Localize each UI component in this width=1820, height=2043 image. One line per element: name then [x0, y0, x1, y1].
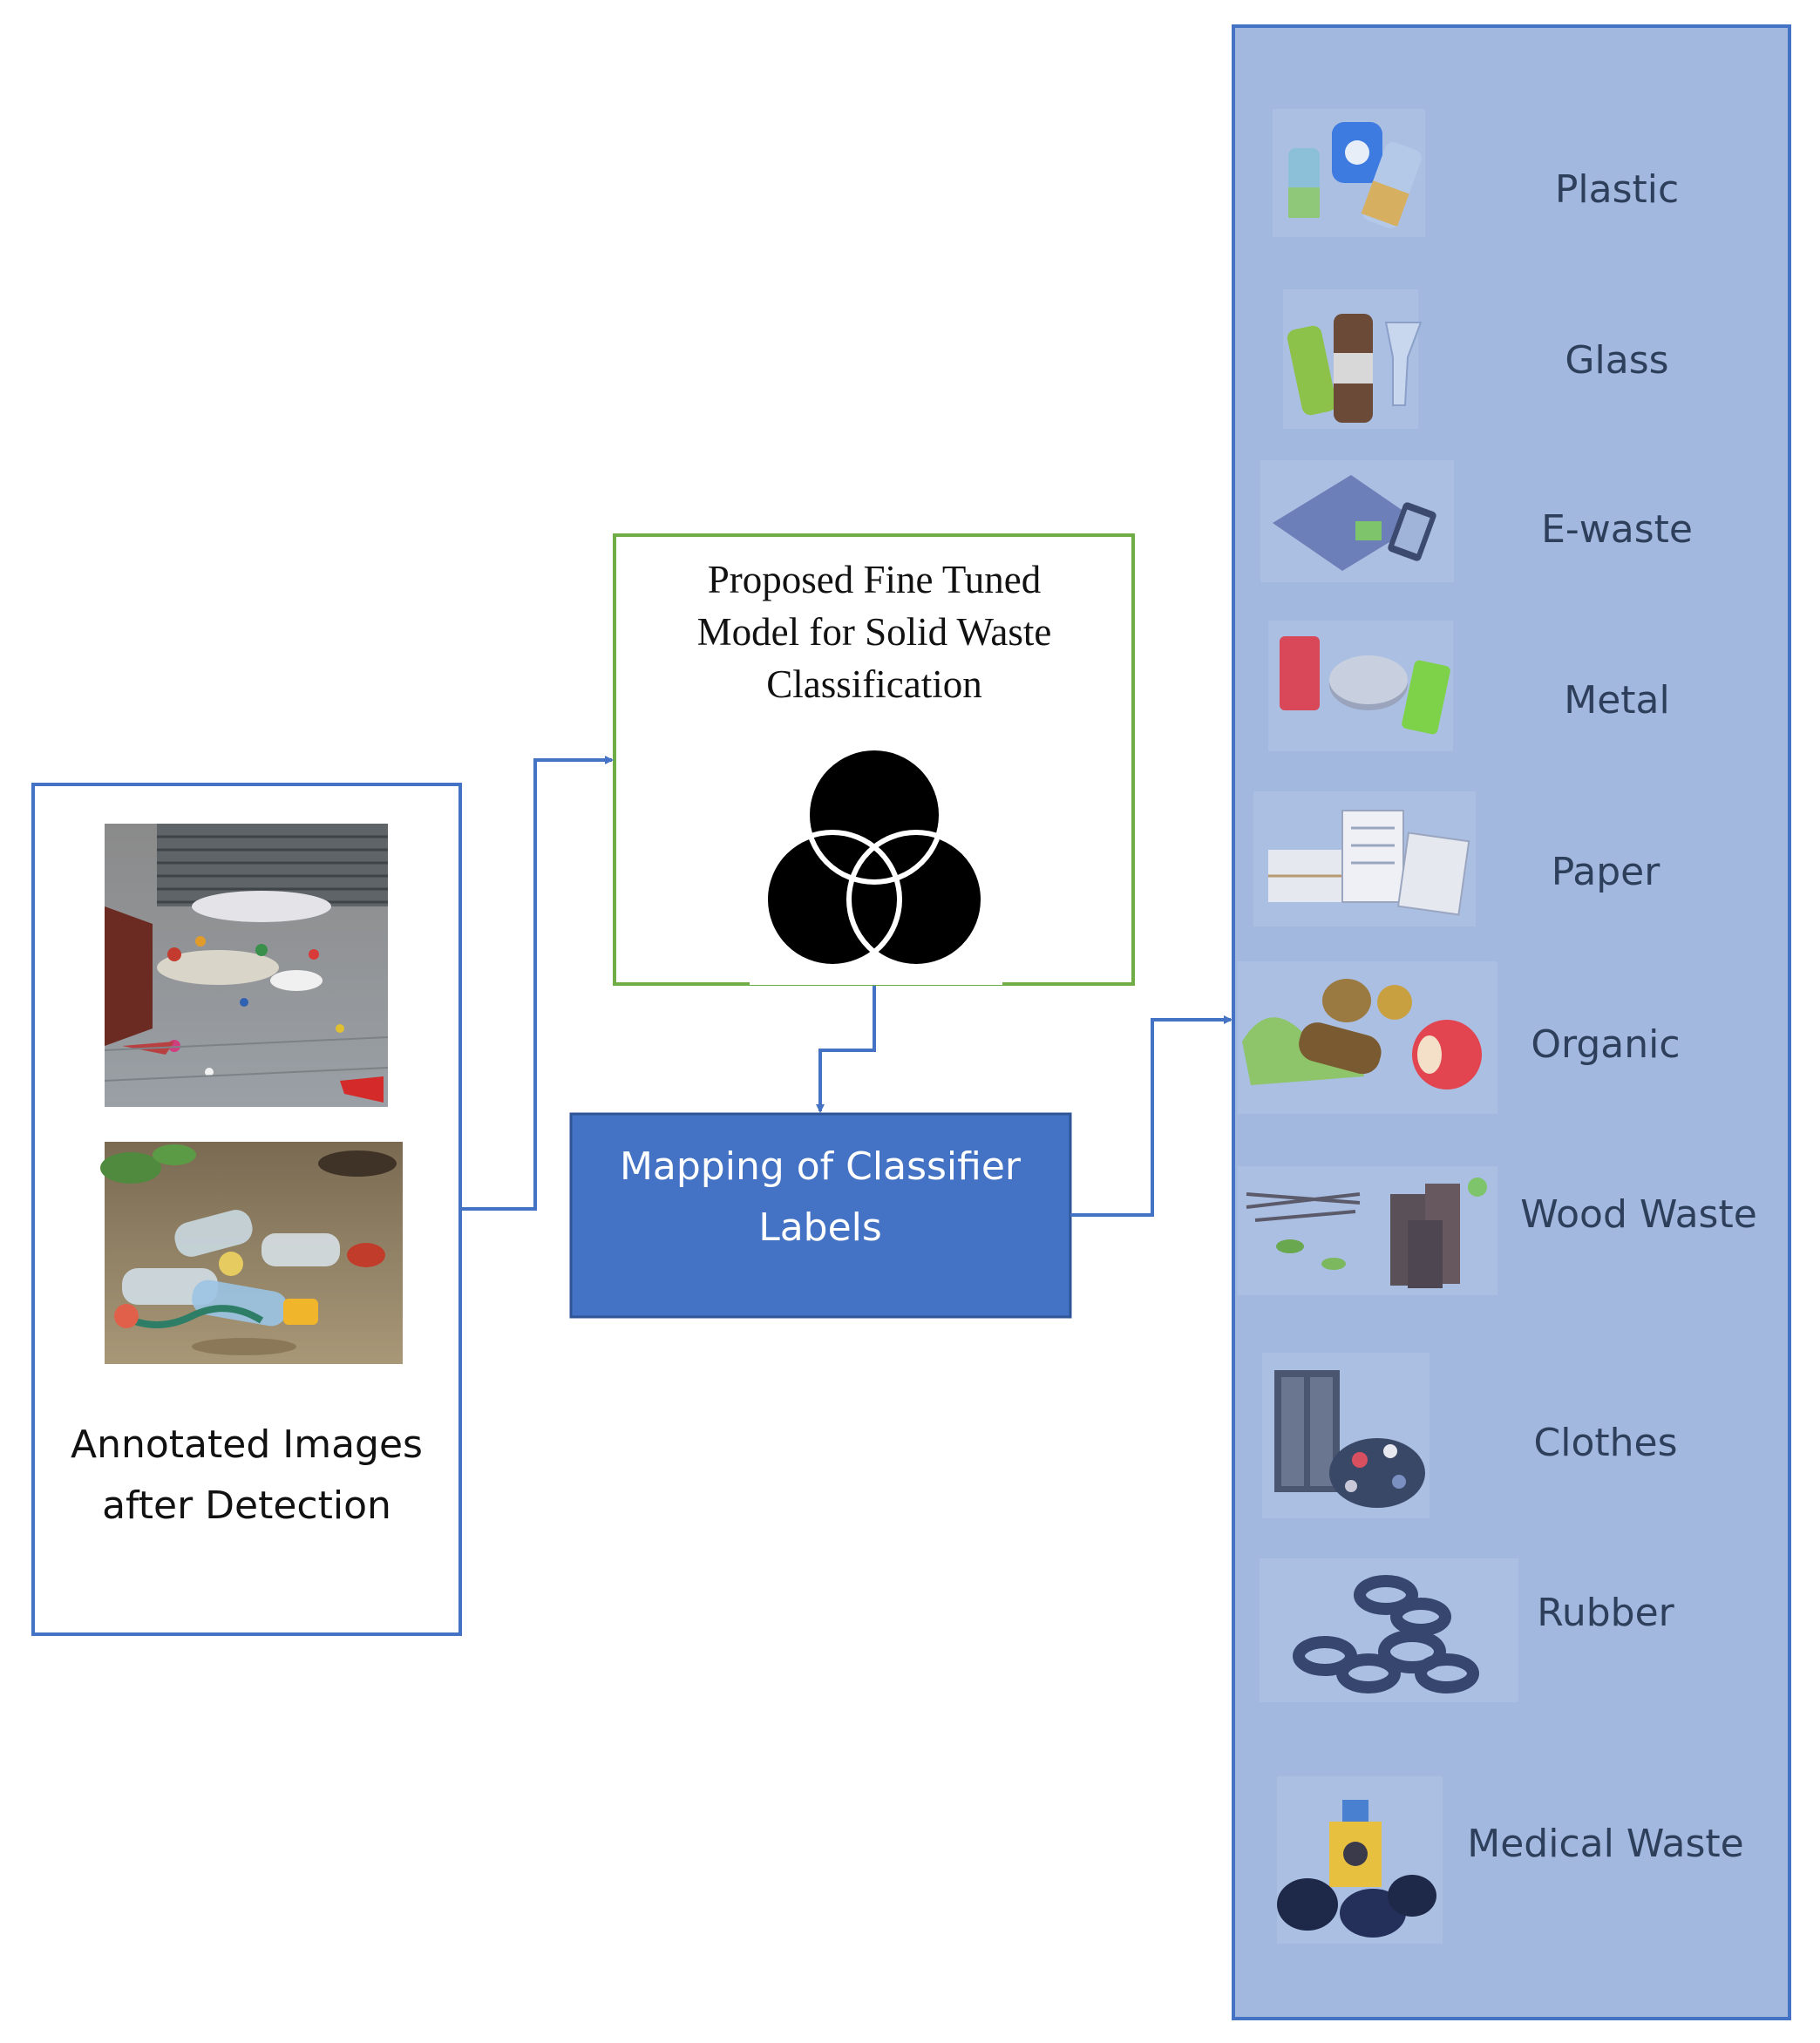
three-circle-venn-icon	[750, 745, 1002, 985]
category-label-medical-waste: Medical Waste	[1467, 1822, 1743, 1866]
wood-logs-icon	[1238, 1166, 1497, 1295]
input-to-model-arrow	[460, 756, 614, 1211]
paper-stack-icon	[1253, 791, 1476, 926]
model-title-line3: Classification	[766, 662, 981, 706]
mapping-box	[569, 1112, 1072, 1319]
mapping-to-categories-arrow	[1070, 1015, 1233, 1217]
category-label-clothes: Clothes	[1534, 1421, 1678, 1465]
beach-litter-photo	[100, 1142, 403, 1364]
category-label-plastic: Plastic	[1555, 167, 1679, 212]
medical-waste-icon	[1277, 1776, 1443, 1944]
e-waste-icon	[1260, 460, 1454, 582]
clothes-pile-icon	[1262, 1353, 1430, 1518]
category-label-rubber: Rubber	[1537, 1591, 1674, 1635]
glass-bottles-icon	[1283, 289, 1423, 429]
category-label-organic: Organic	[1531, 1022, 1680, 1067]
category-label-glass: Glass	[1565, 338, 1668, 383]
category-label-e-waste: E-waste	[1541, 507, 1693, 552]
model-to-mapping-arrow	[816, 986, 876, 1113]
input-caption-line2: after Detection	[102, 1483, 391, 1528]
model-title-line1: Proposed Fine Tuned	[708, 558, 1042, 601]
metal-cans-icon	[1268, 621, 1453, 751]
model-title-line2: Model for Solid Waste	[697, 610, 1052, 654]
tires-icon	[1260, 1558, 1518, 1702]
category-label-wood-waste: Wood Waste	[1520, 1192, 1757, 1237]
category-label-metal: Metal	[1564, 678, 1669, 723]
street-litter-photo	[104, 824, 389, 1107]
category-label-paper: Paper	[1552, 850, 1661, 894]
mapping-label-line1: Mapping of Classifier	[620, 1144, 1022, 1189]
mapping-label-line2: Labels	[758, 1205, 882, 1250]
organic-food-icon	[1238, 961, 1497, 1114]
input-caption-line1: Annotated Images	[71, 1422, 423, 1467]
plastic-bottles-icon	[1273, 109, 1425, 237]
